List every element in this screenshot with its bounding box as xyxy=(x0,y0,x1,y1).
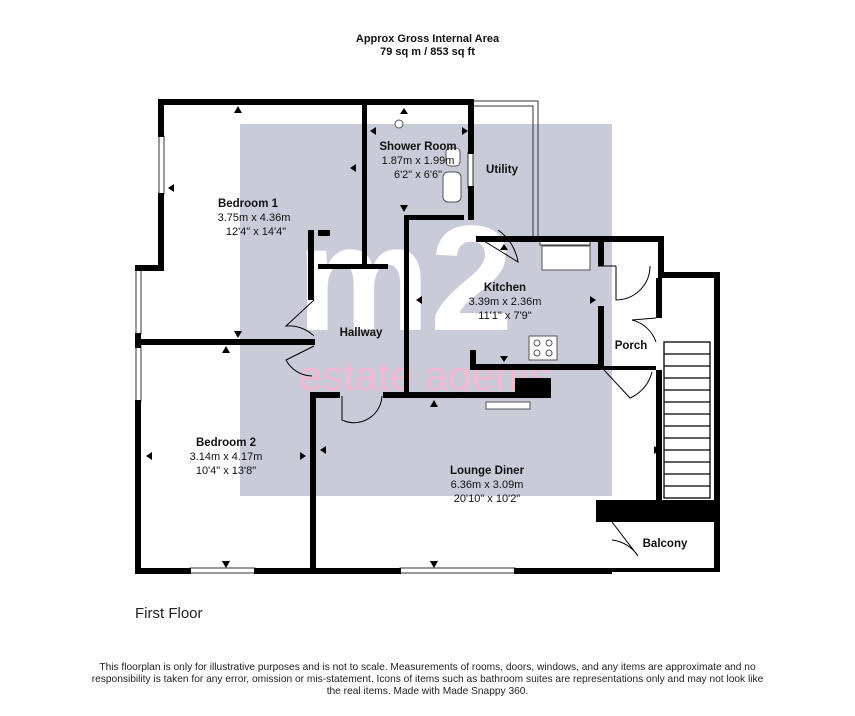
walls xyxy=(135,99,720,574)
room-shower-metric: 1.87m x 1.99m xyxy=(382,155,455,167)
room-utility-name: Utility xyxy=(486,164,519,176)
room-kitchen-imperial: 11'1" x 7'9" xyxy=(478,310,531,322)
room-labels: Bedroom 1 3.75m x 4.36m 12'4" x 14'4" Sh… xyxy=(190,141,688,550)
room-bedroom1-metric: 3.75m x 4.36m xyxy=(218,212,291,224)
room-bedroom1-imperial: 12'4" x 14'4" xyxy=(226,226,286,238)
sink-icon xyxy=(541,245,591,271)
toilet-icon xyxy=(442,171,462,203)
shower-icon xyxy=(394,119,404,129)
room-lounge-imperial: 20'10" x 10'2" xyxy=(454,493,521,505)
watermark-logo: m2 estate agents xyxy=(240,124,612,496)
hob-icon xyxy=(528,335,558,361)
room-bedroom2-name: Bedroom 2 xyxy=(196,437,256,449)
watermark-tagline: estate agents xyxy=(299,352,551,399)
dimension-markers xyxy=(146,106,660,568)
area-value: 79 sq m / 853 sq ft xyxy=(380,46,475,58)
area-title: Approx Gross Internal Area xyxy=(355,33,500,45)
room-bedroom2-metric: 3.14m x 4.17m xyxy=(190,451,263,463)
staircase xyxy=(663,341,711,499)
basin-icon xyxy=(445,147,461,167)
watermark-block xyxy=(240,124,612,496)
room-porch-name: Porch xyxy=(615,340,648,352)
room-balcony-name: Balcony xyxy=(643,538,688,550)
room-lounge-name: Lounge Diner xyxy=(450,465,525,477)
radiator-icon xyxy=(485,401,531,410)
room-bedroom2-imperial: 10'4" x 13'8" xyxy=(196,465,256,477)
room-kitchen-name: Kitchen xyxy=(484,282,526,294)
room-bedroom1-name: Bedroom 1 xyxy=(218,198,279,210)
fixtures xyxy=(394,119,591,410)
room-shower-imperial: 6'2" x 6'6" xyxy=(394,169,442,181)
room-hallway-name: Hallway xyxy=(340,327,383,339)
room-kitchen-metric: 3.39m x 2.36m xyxy=(469,296,542,308)
disclaimer: This floorplan is only for illustrative … xyxy=(91,662,764,697)
room-shower-name: Shower Room xyxy=(379,141,456,153)
room-lounge-metric: 6.36m x 3.09m xyxy=(451,479,524,491)
floor-label: First Floor xyxy=(135,605,203,622)
doors xyxy=(284,229,657,557)
